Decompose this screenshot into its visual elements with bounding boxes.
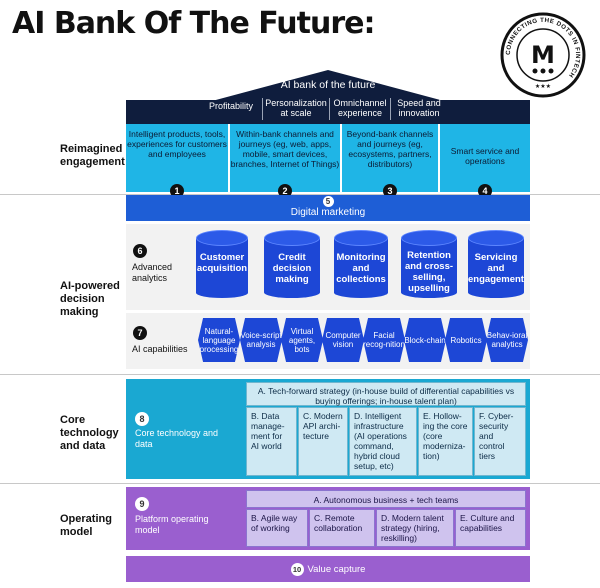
row-divider [0, 374, 600, 375]
cylinder-monitoring: Monitoring and collections [334, 230, 388, 300]
badge-6: 6 [133, 244, 147, 258]
hex-virtual-agents: Virtual agents, bots [281, 318, 323, 362]
digital-marketing-label: Digital marketing [290, 207, 366, 218]
core-cell-api-architecture: C. Modern API archi-tecture [298, 407, 348, 476]
advanced-analytics-panel [126, 224, 530, 310]
logo-stars: ★★★ [535, 83, 551, 90]
value-capture-bar: 10 Value capture [126, 556, 530, 582]
core-cell-hollowing-core: E. Hollow-ing the core (core moderniza-t… [418, 407, 473, 476]
hex-behavioral-analytics: Behav-ioral analytics [486, 318, 528, 362]
logo: CONNECTING THE DOTS IN FINTECH M ★★★ [500, 12, 586, 98]
pillar-divider [390, 98, 391, 120]
row-label-ai-decision-making: AI-powered decision making [60, 280, 120, 318]
row-divider [0, 194, 600, 195]
operating-model-label: Platform operating model [135, 514, 209, 535]
cylinder-credit-decision: Credit decision making [264, 230, 320, 300]
logo-letter: M [531, 41, 555, 69]
hex-voice-script: Voice-script analysis [240, 318, 282, 362]
op-cell-remote-collaboration: C. Remote collaboration [309, 509, 375, 547]
core-cell-cybersecurity: F. Cyber-security and control tiers [474, 407, 526, 476]
pillar-divider [262, 98, 263, 120]
core-technology-label: Core technology and data [135, 428, 219, 449]
cylinder-customer-acquisition: Customer acquisition [196, 230, 248, 300]
badge-2: 2 [278, 184, 292, 198]
op-cell-agile: B. Agile way of working [246, 509, 308, 547]
badge-8: 8 [135, 412, 149, 426]
value-capture-label: Value capture [307, 563, 366, 575]
row-label-core-technology: Core technology and data [60, 414, 119, 452]
advanced-analytics-label: Advanced analytics [132, 262, 173, 283]
engagement-box-4: Smart service and operations [440, 124, 530, 192]
core-cell-intelligent-infrastructure: D. Intelligent infrastructure (AI operat… [349, 407, 417, 476]
cylinder-servicing: Servicing and engagement [468, 230, 524, 300]
hex-blockchain: Block-chain [404, 318, 446, 362]
badge-1: 1 [170, 184, 184, 198]
badge-10: 10 [290, 562, 304, 576]
ai-capabilities-label: AI capabilities [132, 344, 188, 354]
hex-robotics: Robotics [445, 318, 487, 362]
page-title: AI Bank Of The Future: [12, 6, 375, 41]
pillar-speed: Speed and innovation [397, 98, 441, 118]
op-cell-talent-strategy: D. Modern talent strategy (hiring, reski… [376, 509, 454, 547]
engagement-box-1: Intelligent products, tools, experiences… [126, 124, 228, 192]
engagement-box-2: Within-bank channels and journeys (eg, w… [230, 124, 340, 192]
badge-5: 5 [322, 196, 334, 207]
autonomous-teams: A. Autonomous business + tech teams [246, 490, 526, 508]
row-divider [0, 483, 600, 484]
badge-4: 4 [478, 184, 492, 198]
roof-shape [126, 70, 530, 124]
pillar-profitability: Profitability [208, 101, 253, 111]
engagement-box-3: Beyond-bank channels and journeys (eg, e… [342, 124, 438, 192]
digital-marketing-bar: 5 Digital marketing [126, 195, 530, 221]
row-label-reimagined-engagement: Reimagined engagement [60, 143, 125, 168]
roof-title: AI bank of the future [280, 79, 376, 91]
badge-7: 7 [133, 326, 147, 340]
badge-9: 9 [135, 497, 149, 511]
core-cell-data-management: B. Data manage-ment for AI world [246, 407, 297, 476]
pillar-divider [329, 98, 330, 120]
hex-computer-vision: Computer vision [322, 318, 364, 362]
hex-nlp: Natural-language processing [198, 318, 240, 362]
op-cell-culture: E. Culture and capabilities [455, 509, 526, 547]
row-label-operating-model: Operating model [60, 513, 112, 538]
hex-facial-recognition: Facial recog-nition [363, 318, 405, 362]
pillar-personalization: Personalization at scale [265, 98, 327, 118]
cylinder-retention: Retention and cross-selling, upselling [401, 230, 457, 300]
pillar-omnichannel: Omnichannel experience [333, 98, 387, 118]
tech-forward-strategy: A. Tech-forward strategy (in-house build… [246, 382, 526, 406]
badge-3: 3 [383, 184, 397, 198]
